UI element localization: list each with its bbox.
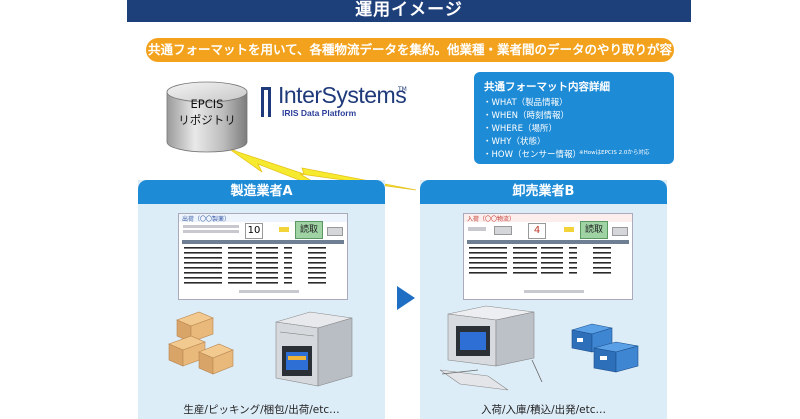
receiving-screen-title: 入荷（〇〇物流）: [467, 216, 516, 223]
format-detail-title: 共通フォーマット内容詳細: [484, 81, 610, 93]
shipping-count: 10: [245, 223, 263, 239]
blue-containers-icon: [571, 323, 639, 373]
manufacturer-panel: 製造業者A 出荷（〇〇製薬） 10 読取: [138, 180, 385, 419]
cardboard-boxes-icon: [168, 311, 234, 375]
open-cold-box-icon: [439, 305, 543, 391]
receiving-table: [467, 240, 629, 274]
wholesaler-panel-title: 卸売業者B: [420, 180, 667, 204]
wholesaler-panel: 卸売業者B 入荷（〇〇物流） 4 読取: [420, 180, 667, 419]
repository-label-line1: EPCIS: [190, 97, 224, 111]
format-detail-item: ・WHEN（時刻情報）: [483, 111, 570, 121]
receiving-screen: 入荷（〇〇物流） 4 読取: [463, 213, 633, 300]
wholesaler-caption: 入荷/入庫/積込/出発/etc…: [481, 404, 606, 416]
read-button[interactable]: 読取: [580, 221, 608, 239]
database-cylinder-icon: [166, 81, 248, 153]
page-title: 運用イメージ: [355, 0, 463, 20]
read-button[interactable]: 読取: [295, 221, 323, 239]
repository-label-line2: リポジトリ: [178, 113, 236, 127]
manufacturer-caption: 生産/ピッキング/梱包/出荷/etc…: [183, 404, 340, 416]
shipping-table: [182, 240, 344, 284]
flow-arrow-icon: [397, 286, 415, 310]
format-detail-item: ・WHAT（製品情報）: [483, 98, 568, 108]
manufacturer-panel-title: 製造業者A: [138, 180, 385, 204]
shipping-screen-title: 出荷（〇〇製薬）: [182, 216, 231, 223]
intersystems-logo-mark-icon: [261, 87, 271, 117]
shipping-screen: 出荷（〇〇製薬） 10 読取: [178, 213, 348, 300]
repository-label: EPCIS リポジトリ: [163, 96, 251, 128]
register-button[interactable]: [327, 227, 343, 236]
format-detail-note: ※HowはEPCIS 2.0から対応: [579, 150, 650, 156]
receiving-count: 4: [528, 223, 546, 239]
clear-button[interactable]: [279, 227, 289, 232]
summary-banner: 共通フォーマットを用いて、各種物流データを集約。他業種・業者間のデータのやり取り…: [146, 38, 674, 81]
page-title-bar: 運用イメージ: [127, 0, 691, 22]
logo-name: InterSystems: [278, 82, 407, 108]
logo-subtitle: IRIS Data Platform: [282, 108, 357, 118]
logo-trademark: TM: [398, 86, 407, 93]
format-detail-item: ・WHY（状態）: [483, 137, 546, 147]
format-detail-box: 共通フォーマット内容詳細 ・WHAT（製品情報） ・WHEN（時刻情報） ・WH…: [474, 72, 674, 164]
format-detail-item: ・HOW（センサー情報）: [483, 150, 581, 160]
format-detail-item: ・WHERE（場所）: [483, 124, 557, 134]
cold-transport-box-icon: [275, 311, 353, 387]
clear-button[interactable]: [564, 227, 574, 232]
register-button[interactable]: [612, 227, 628, 236]
summary-text: 共通フォーマットを用いて、各種物流データを集約。他業種・業者間のデータのやり取り…: [147, 42, 672, 81]
